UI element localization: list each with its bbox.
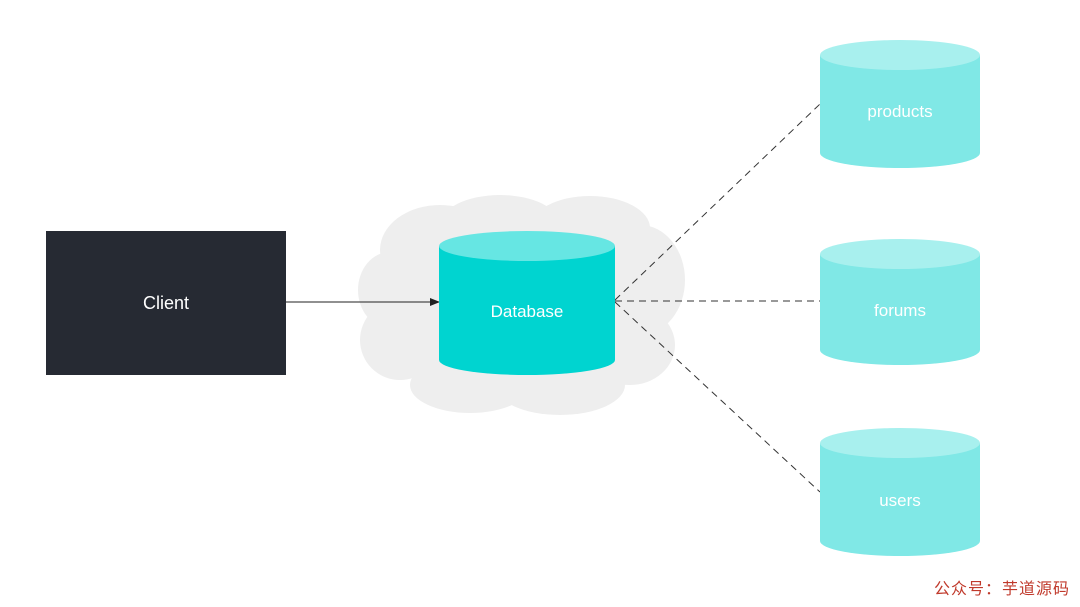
client-label: Client bbox=[142, 292, 190, 313]
watermark-text: 公众号：芋道源码 bbox=[933, 579, 1070, 598]
shard-label-forums: forums bbox=[874, 301, 926, 320]
database-label: Database bbox=[490, 302, 564, 321]
shard-connectors bbox=[614, 103, 821, 493]
forums-cylinder bbox=[820, 239, 980, 365]
shard-label-users: users bbox=[879, 491, 921, 510]
products-cylinder bbox=[820, 40, 980, 168]
users-cylinder bbox=[820, 428, 980, 556]
client-box: Client bbox=[46, 231, 286, 375]
connector-products bbox=[614, 103, 821, 301]
database-cylinder bbox=[439, 231, 615, 375]
connector-users bbox=[614, 301, 821, 493]
shard-label-products: products bbox=[867, 102, 933, 121]
